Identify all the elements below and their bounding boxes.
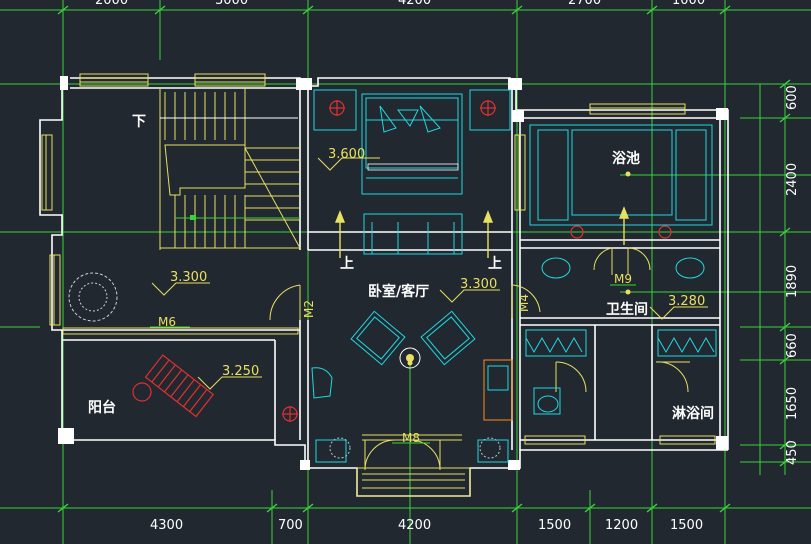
- bedroom-living-label: 卧室/客厅: [368, 283, 429, 300]
- elevation-bedroom-living: 3.300: [460, 277, 497, 292]
- dim-bottom-1: 4300: [150, 518, 183, 533]
- dim-bottom-6: 1500: [670, 518, 703, 533]
- bathroom-label: 卫生间: [606, 301, 648, 318]
- door-swings: [269, 247, 690, 471]
- dim-top-2: 3000: [215, 0, 248, 8]
- dim-bottom-5: 1200: [605, 518, 638, 533]
- up-arrows: [334, 206, 630, 258]
- elevation-stair-landing: 3.300: [170, 270, 207, 285]
- door-m9-label: M9: [614, 272, 632, 286]
- plants: [68, 272, 501, 459]
- elevation-bathroom: 3.280: [668, 294, 705, 309]
- shower-label: 淋浴间: [672, 405, 714, 422]
- door-tags: [150, 284, 636, 444]
- dim-right-3: 1890: [785, 265, 800, 298]
- elevation-markers: [151, 157, 708, 390]
- staircase: [159, 88, 301, 250]
- dim-top-4: 2700: [568, 0, 601, 8]
- stair-up-label-right: 上: [488, 256, 502, 272]
- dim-right-1: 600: [785, 85, 800, 110]
- elevation-bedroom-top: 3.600: [328, 147, 365, 162]
- door-m8-label: M8: [402, 431, 420, 445]
- wall-columns: [58, 76, 728, 470]
- elevation-balcony: 3.250: [222, 364, 259, 379]
- dim-bottom-4: 1500: [538, 518, 571, 533]
- label-dots: [407, 171, 631, 366]
- dim-right-6: 450: [785, 440, 800, 465]
- bed: [313, 89, 511, 195]
- dim-top-3: 4200: [398, 0, 431, 8]
- dim-top-5: 1000: [672, 0, 705, 8]
- stair-up-label-left: 上: [340, 256, 354, 272]
- dim-right-4: 660: [785, 333, 800, 358]
- dim-top-1: 2000: [95, 0, 128, 8]
- dim-bottom-2: 700: [278, 518, 303, 533]
- dim-right-2: 2400: [785, 163, 800, 196]
- dim-bottom-3: 4200: [398, 518, 431, 533]
- balcony-lounger: [144, 354, 215, 418]
- fixture-markers: [132, 100, 672, 422]
- bath-fixtures: [525, 124, 717, 415]
- sofa-and-chairs: [311, 213, 513, 463]
- balcony-label: 阳台: [88, 399, 116, 416]
- door-m4-label: M4: [517, 294, 531, 312]
- bath-tub-label: 浴池: [612, 150, 640, 167]
- door-m6-label: M6: [158, 315, 176, 329]
- stair-down-label: 下: [132, 114, 146, 130]
- dim-right-5: 1650: [785, 387, 800, 420]
- door-m2-label: M2: [302, 300, 316, 318]
